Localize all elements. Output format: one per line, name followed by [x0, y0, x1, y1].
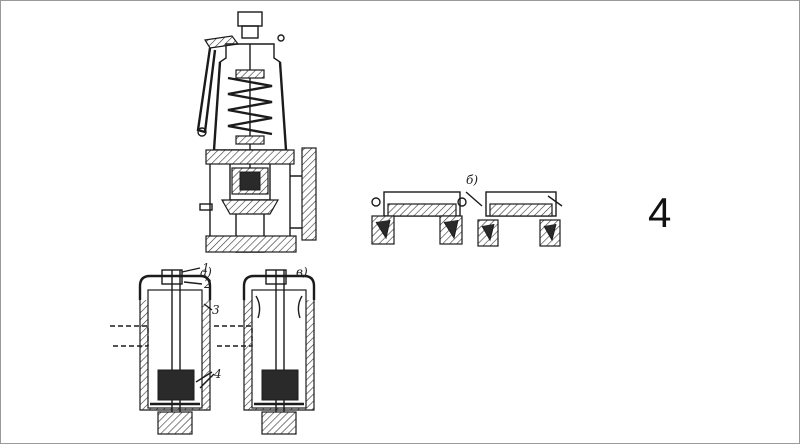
- safety-valve-main: [196, 11, 317, 253]
- page-number: 4: [648, 189, 672, 236]
- valve-variant-v: [214, 269, 316, 435]
- callout-2: 2: [203, 277, 212, 291]
- valve-variant-a: [110, 267, 215, 435]
- label-b: б): [466, 173, 478, 187]
- callout-4: 4: [213, 367, 222, 381]
- valve-seat-detail-b: [371, 191, 563, 247]
- label-a: а): [200, 265, 212, 279]
- callout-1: 1: [202, 261, 210, 275]
- label-v: в): [296, 265, 308, 279]
- callout-3: 3: [212, 303, 220, 317]
